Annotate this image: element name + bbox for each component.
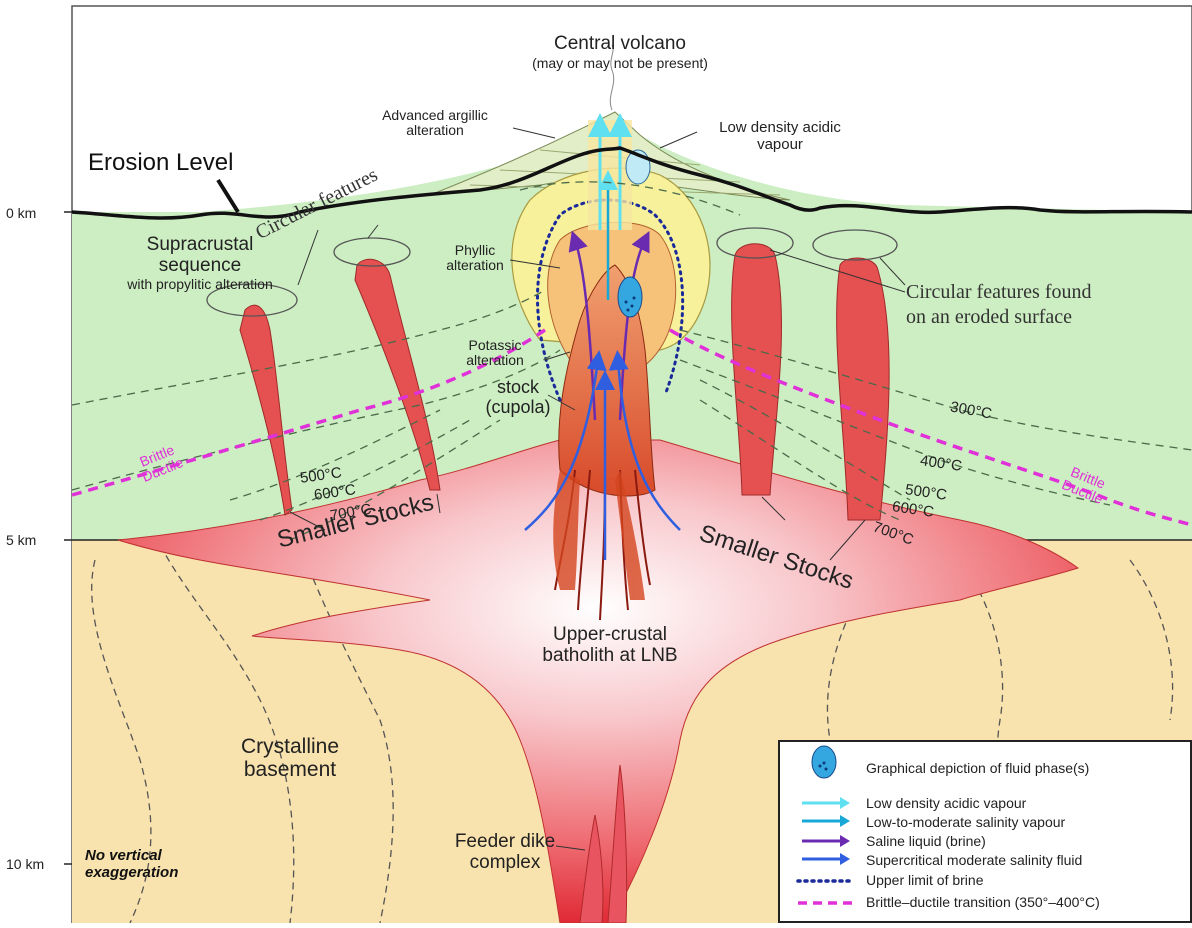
crystalline-basement-label: Crystallinebasement [220, 735, 360, 781]
legend-item-low-density-vapour: Low density acidic vapour [866, 795, 1026, 811]
legend-symbols [780, 742, 860, 925]
potassic-label: Potassicalteration [450, 338, 540, 369]
low-density-vapour-label: Low density acidicvapour [695, 120, 865, 153]
legend: Graphical depiction of fluid phase(s) Lo… [778, 740, 1192, 923]
erosion-level-label: Erosion Level [88, 150, 233, 176]
axis-tick-5km: 5 km [6, 532, 36, 548]
advanced-argillic-label: Advanced argillicalteration [355, 108, 515, 139]
central-volcano-note: (may or may not be present) [470, 56, 770, 71]
legend-item-supercritical: Supercritical moderate salinity fluid [866, 852, 1082, 868]
legend-item-brine-limit: Upper limit of brine [866, 872, 984, 888]
phyllic-label: Phyllicalteration [440, 243, 510, 274]
legend-item-saline-liquid: Saline liquid (brine) [866, 833, 986, 849]
legend-item-low-moderate-salinity: Low-to-moderate salinity vapour [866, 814, 1065, 830]
central-volcano-label: Central volcano [520, 34, 720, 55]
legend-item-fluid-phase: Graphical depiction of fluid phase(s) [866, 760, 1089, 776]
legend-arrow-icons [802, 797, 850, 865]
stock-cupola-label: stock(cupola) [478, 378, 558, 418]
feeder-dike-label: Feeder dikecomplex [440, 832, 570, 874]
no-vertical-exaggeration-label: No verticalexaggeration [85, 848, 178, 881]
batholith-label: Upper-crustalbatholith at LNB [500, 625, 720, 667]
legend-item-brittle-ductile: Brittle–ductile transition (350°–400°C) [866, 894, 1100, 910]
fluid-bubble-brine [618, 277, 642, 317]
circular-eroded-label: Circular features foundon an eroded surf… [906, 280, 1091, 330]
axis-tick-0km: 0 km [6, 205, 36, 221]
supracrustal-label: Supracrustal sequence with propylitic al… [90, 235, 310, 292]
axis-tick-10km: 10 km [6, 856, 44, 872]
